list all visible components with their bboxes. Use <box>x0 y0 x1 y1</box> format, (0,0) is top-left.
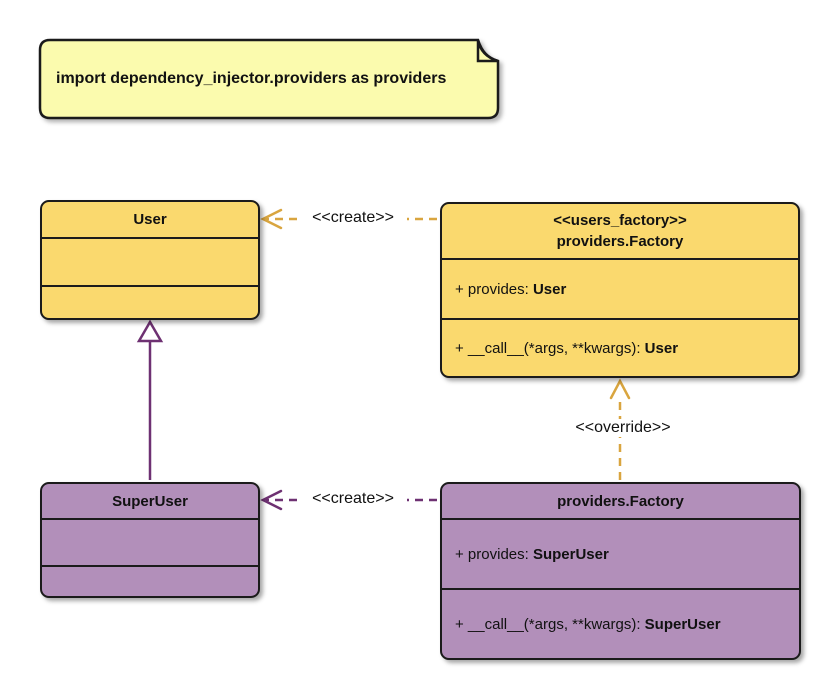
attribute-prefix: + provides: <box>455 545 533 563</box>
attribute-type: User <box>532 280 567 298</box>
note-fold-icon <box>476 39 499 63</box>
note-text: import dependency_injector.providers as … <box>56 70 447 87</box>
class-title: SuperUser <box>42 484 258 520</box>
class-title: providers.Factory <box>442 484 799 520</box>
attribute-prefix: + provides: <box>455 280 533 298</box>
method-prefix: + __call__(*args, **kwargs): <box>455 339 645 357</box>
class-box-user: User <box>40 200 260 320</box>
method-return-type: SuperUser <box>644 615 721 633</box>
create-user-arrowhead <box>260 208 283 230</box>
create-edge-label: <<create>> <box>299 209 407 227</box>
inheritance-edge <box>136 319 164 480</box>
note <box>38 38 500 120</box>
class-name-superuser: SuperUser <box>112 492 188 510</box>
override-edge-label: <<override>> <box>562 419 684 437</box>
attributes-compartment <box>42 520 258 567</box>
method-return-type: User <box>644 339 679 357</box>
create-superuser-arrowhead <box>260 489 283 511</box>
override-arrowhead <box>609 378 631 400</box>
class-title: <<users_factory>> providers.Factory <box>442 204 798 260</box>
inheritance-triangle-arrowhead <box>136 319 164 343</box>
class-name-user: User <box>133 211 167 228</box>
methods-compartment: + __call__(*args, **kwargs): SuperUser <box>442 590 799 658</box>
class-box-superuser: SuperUser <box>40 482 260 598</box>
methods-compartment <box>42 287 258 318</box>
methods-compartment <box>42 567 258 596</box>
class-box-users-factory: <<users_factory>> providers.Factory + pr… <box>440 202 800 378</box>
methods-compartment: + __call__(*args, **kwargs): User <box>442 320 798 376</box>
attribute-type: SuperUser <box>532 545 609 563</box>
class-title: User <box>42 202 258 239</box>
class-box-superuser-factory: providers.Factory + provides: SuperUser … <box>440 482 801 660</box>
attributes-compartment: + provides: User <box>442 260 798 320</box>
method-prefix: + __call__(*args, **kwargs): <box>455 615 645 633</box>
class-name-superuser-factory: providers.Factory <box>557 492 684 510</box>
class-stereotype: <<users_factory>> <box>553 212 687 229</box>
override-edge <box>609 378 631 480</box>
attributes-compartment <box>42 239 258 287</box>
create-edge-label: <<create>> <box>299 490 407 508</box>
attributes-compartment: + provides: SuperUser <box>442 520 799 590</box>
class-name-users-factory: providers.Factory <box>556 233 684 250</box>
